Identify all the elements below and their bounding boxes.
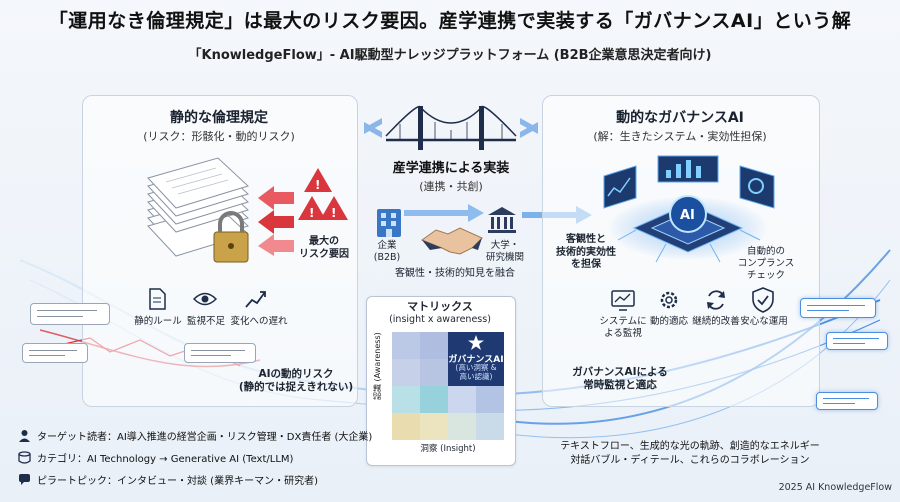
handshake-icon: [420, 227, 483, 255]
university-label: 大学・ 研究機関: [485, 240, 524, 263]
info-item: カテゴリ：AI Technology → Generative AI (Text…: [18, 450, 372, 465]
warning-icon: ! ! !: [298, 168, 348, 220]
svg-text:!: !: [315, 178, 320, 192]
flow-arrow-icon: [404, 204, 484, 222]
info-list: ターゲット読者：AI導入推進の経営企画・リスク管理・DX責任者 (大企業) カテ…: [18, 428, 372, 487]
chat-bubble: [826, 332, 888, 350]
cycle-icon: [707, 290, 725, 310]
objectivity-label: 客観性と 技術的実効性 を担保: [556, 234, 616, 270]
star-icon: [468, 335, 484, 350]
info-category: カテゴリ：AI Technology → Generative AI (Text…: [37, 454, 294, 465]
right-icon-label-1: システムに よる監視: [599, 316, 647, 339]
matrix-highlight-subtitle: (高い洞察 & 高い認識): [455, 363, 497, 381]
page-subtitle: 「KnowledgeFlow」- AI駆動型ナレッジプラットフォーム (B2B企…: [188, 48, 712, 63]
chart-icon: [245, 291, 266, 308]
svg-text:!: !: [331, 206, 336, 220]
monitor-icon: [611, 290, 635, 311]
right-panel-subtitle: (解：生きたシステム・実効性担保): [593, 130, 767, 143]
chat-bubble: [816, 392, 878, 410]
center-subtitle: (連携・共創): [419, 180, 483, 193]
eye-icon: [193, 292, 217, 306]
page-title: 「運用なき倫理規定」は最大のリスク要因。産学連携で実装する「ガバナンスAI」とい…: [48, 10, 852, 32]
info-item: ターゲット読者：AI導入推進の経営企画・リスク管理・DX責任者 (大企業): [18, 428, 372, 443]
matrix-title: マトリックス: [407, 300, 473, 313]
footer-note: テキストフロー、生成的な光の軌跡、創造的なエネルギー 対話バブル・ディテール、こ…: [560, 441, 820, 466]
company-label: 企業 (B2B): [373, 240, 401, 263]
risk-factor-label: 最大の リスク要因: [299, 236, 349, 260]
svg-text:AI: AI: [680, 208, 695, 223]
university-icon: [488, 207, 516, 233]
chat-bubble: [184, 343, 256, 363]
chat-bubble: [22, 343, 88, 363]
merge-label: 客観性・技術的知見を融合: [395, 268, 515, 279]
left-icon-label-2: 監視不足: [186, 316, 225, 327]
left-icon-label-3: 変化への遅れ: [230, 316, 288, 327]
matrix-x-label: 洞察 (Insight): [420, 444, 476, 454]
ai-risk-label: AIの動的リスク (静的では捉えきれない): [238, 368, 354, 394]
compliance-check-label: 自動的の コンプランス チェック: [737, 246, 795, 281]
info-target-reader: ターゲット読者：AI導入推進の経営企画・リスク管理・DX責任者 (大企業): [37, 432, 373, 443]
matrix-y-label: 認識 (Awareness): [372, 332, 384, 400]
center-title: 産学連携による実装: [392, 161, 510, 176]
svg-text:!: !: [309, 206, 314, 220]
matrix-subtitle: (insight x awareness): [389, 314, 491, 325]
chat-bubble: [30, 303, 110, 325]
building-icon: [377, 209, 401, 237]
info-item: ピラートピック：インタビュー・対談 (業界キーマン・研究者): [18, 472, 372, 487]
shield-icon: [752, 287, 774, 313]
person-icon: [19, 430, 30, 442]
credit: 2025 AI KnowledgeFlow: [778, 482, 892, 493]
left-icon-label-1: 静的ルール: [134, 316, 182, 327]
bridge-icon: [364, 105, 538, 150]
info-pillar-topic: ピラートピック：インタビュー・対談 (業界キーマン・研究者): [37, 476, 318, 487]
matrix-highlight-title: ガバナンスAI: [448, 355, 504, 365]
left-panel-title: 静的な倫理規定: [170, 110, 268, 126]
chat-bubble: [800, 298, 876, 318]
database-icon: [18, 451, 31, 464]
left-panel-subtitle: (リスク：形骸化・動的リスク): [143, 130, 295, 143]
chat-icon: [19, 474, 30, 485]
gear-icon: [660, 291, 678, 309]
governance-monitor-label: ガバナンスAIによる 常時監視と適応: [572, 366, 668, 392]
right-icon-label-3: 継続的改善: [692, 316, 740, 327]
right-icon-label-2: 動的適応: [649, 316, 688, 327]
matrix-grid: [392, 332, 504, 440]
ai-chip-icon: AI: [603, 155, 775, 263]
risk-arrows-icon: [258, 186, 294, 256]
right-icon-label-4: 安心な運用: [740, 316, 788, 327]
paper-stack-lock-icon: [147, 157, 249, 263]
document-icon: [149, 288, 166, 310]
right-panel-title: 動的なガバナンスAI: [616, 110, 744, 126]
